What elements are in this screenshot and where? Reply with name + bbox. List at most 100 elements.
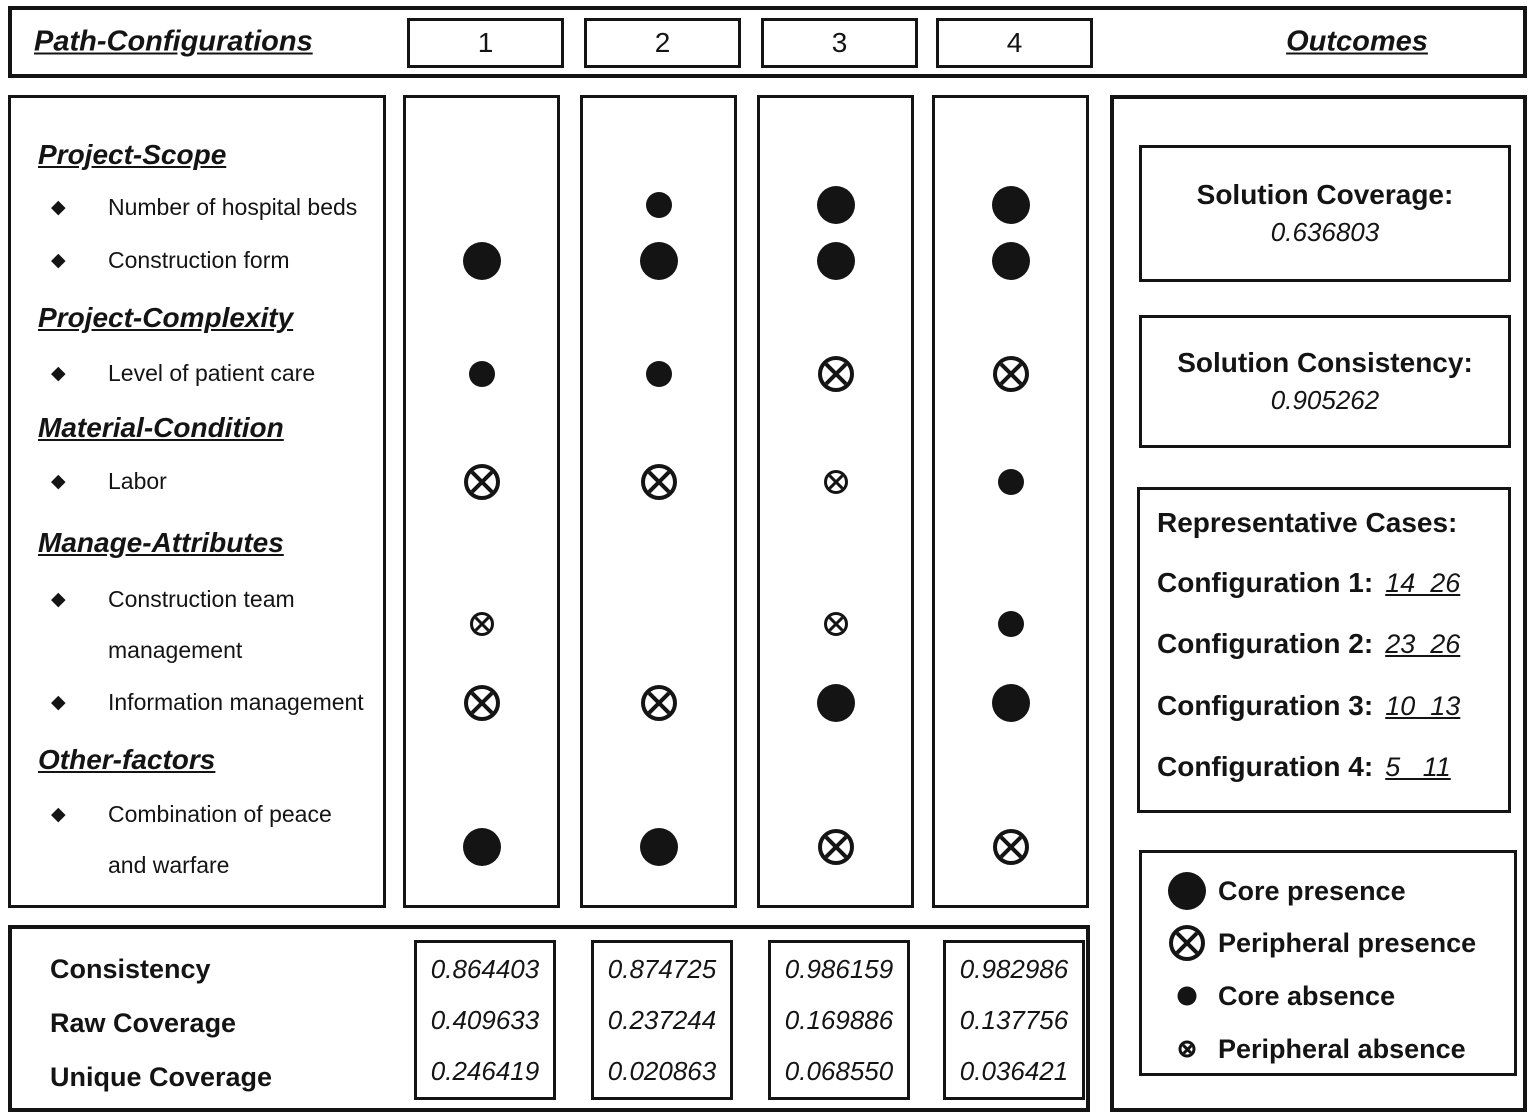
raw-coverage-value: 0.169886 [784,1004,894,1035]
consistency-value: 0.982986 [959,953,1069,984]
configuration-symbol [997,611,1024,637]
representative-cases-title: Representative Cases: [1157,507,1458,538]
group-heading-material-condition: Material-Condition [38,412,284,443]
representative-case-row: Configuration 1: 14 26 [1157,562,1460,609]
attribute-row: ◆ Information management [51,677,372,728]
representative-case-row: Configuration 3:10 13 [1157,685,1460,732]
case-label: Configuration 4: [1157,751,1374,782]
config-column-header-4: 4 [936,18,1093,68]
legend-label: Peripheral presence [1218,927,1477,958]
case-ids: 23 26 [1385,629,1461,659]
config-4-statistics: 0.982986 0.137756 0.036421 [943,940,1085,1100]
outcomes-panel: Solution Coverage: 0.636803 Solution Con… [1110,95,1527,1112]
legend-box: Core presence Peripheral presence Core a… [1139,850,1517,1076]
config-column-3 [757,95,914,908]
legend-label: Peripheral absence [1218,1033,1466,1064]
path-configurations-title: Path-Configurations [34,25,313,58]
configuration-symbol [823,470,848,494]
attribute-row: ◆ Construction form [51,235,372,286]
configuration-symbol [645,361,672,387]
attributes-panel: Project-Scope ◆ Number of hospital beds … [8,95,386,908]
statistics-band: Consistency Raw Coverage Unique Coverage… [8,925,1090,1112]
configuration-symbol [992,356,1029,392]
group-heading-project-complexity: Project-Complexity [38,302,294,333]
diamond-bullet-icon: ◆ [51,589,66,610]
consistency-value: 0.986159 [784,953,894,984]
group-heading-other-factors: Other-factors [38,744,216,775]
config-column-1 [403,95,560,908]
configuration-symbol [640,685,677,721]
group-heading-manage-attributes: Manage-Attributes [38,527,284,558]
peripheral-presence-icon [1169,925,1205,961]
diamond-bullet-icon: ◆ [51,471,66,492]
legend-row: Peripheral absence [1142,1023,1514,1075]
configuration-symbol [817,829,854,865]
attribute-row: ◆ Level of patient care [51,348,372,399]
solution-consistency-label: Solution Consistency: [1177,347,1473,378]
config-2-statistics: 0.874725 0.237244 0.020863 [591,940,733,1100]
solution-coverage-box: Solution Coverage: 0.636803 [1139,145,1511,282]
configuration-symbol [991,242,1030,280]
attribute-row: ◆ Combination of peace and warfare [51,789,372,891]
legend-label: Core absence [1218,980,1396,1011]
attribute-row: ◆ Construction team management [51,574,372,676]
legend-row: Peripheral presence [1142,917,1514,969]
config-column-4 [932,95,1089,908]
raw-coverage-value: 0.237244 [607,1004,717,1035]
consistency-label: Consistency [50,954,211,984]
configuration-symbol [463,685,500,721]
config-column-header-3: 3 [761,18,918,68]
diamond-bullet-icon: ◆ [51,692,66,713]
configuration-symbol [997,469,1024,495]
attribute-row: ◆ Labor [51,456,372,507]
config-1-statistics: 0.864403 0.409633 0.246419 [414,940,556,1100]
config-column-header-2: 2 [584,18,741,68]
configuration-symbol [639,828,678,866]
attribute-label: Combination of peace and warfare [108,801,332,878]
raw-coverage-label: Raw Coverage [50,1008,237,1038]
diamond-bullet-icon: ◆ [51,363,66,384]
unique-coverage-value: 0.068550 [784,1055,894,1086]
outcomes-title: Outcomes [1286,25,1428,58]
unique-coverage-value: 0.246419 [430,1055,540,1086]
attribute-label: Labor [108,468,167,494]
case-ids: 5 11 [1385,752,1451,782]
configuration-symbol [992,829,1029,865]
attribute-label: Construction form [108,247,290,273]
configuration-symbol [816,684,855,722]
solution-consistency-value: 0.905262 [1270,385,1380,415]
attribute-label: Information management [108,689,364,715]
case-label: Configuration 1: [1157,567,1374,598]
core-absence-icon [1177,986,1197,1006]
configuration-symbol [816,242,855,280]
diamond-bullet-icon: ◆ [51,804,66,825]
solution-coverage-label: Solution Coverage: [1196,179,1454,210]
configuration-symbol [645,192,672,218]
attribute-row: ◆ Number of hospital beds [51,182,372,233]
configuration-symbol [462,828,501,866]
unique-coverage-label: Unique Coverage [50,1062,273,1092]
config-column-2 [580,95,737,908]
diamond-bullet-icon: ◆ [51,250,66,271]
legend-row: Core presence [1142,865,1514,917]
peripheral-absence-icon [1178,1040,1196,1058]
attribute-label: Number of hospital beds [108,194,358,220]
raw-coverage-value: 0.409633 [430,1004,540,1035]
attribute-label: Level of patient care [108,360,316,386]
configuration-symbol [817,356,854,392]
case-label: Configuration 2: [1157,628,1374,659]
config-column-header-1: 1 [407,18,564,68]
unique-coverage-value: 0.020863 [607,1055,717,1086]
raw-coverage-value: 0.137756 [959,1004,1069,1035]
solution-consistency-box: Solution Consistency: 0.905262 [1139,315,1511,448]
consistency-value: 0.864403 [430,953,540,984]
representative-case-row: Configuration 2: 23 26 [1157,623,1460,670]
case-label: Configuration 3: [1157,690,1374,721]
solution-coverage-value: 0.636803 [1270,217,1380,247]
case-ids: 14 26 [1385,568,1461,598]
header-band: Path-Configurations 1 2 3 4 Outcomes [8,6,1527,78]
legend-row: Core absence [1142,970,1514,1022]
configuration-symbol [463,464,500,500]
representative-cases-box: Representative Cases: Configuration 1: 14… [1137,487,1511,813]
